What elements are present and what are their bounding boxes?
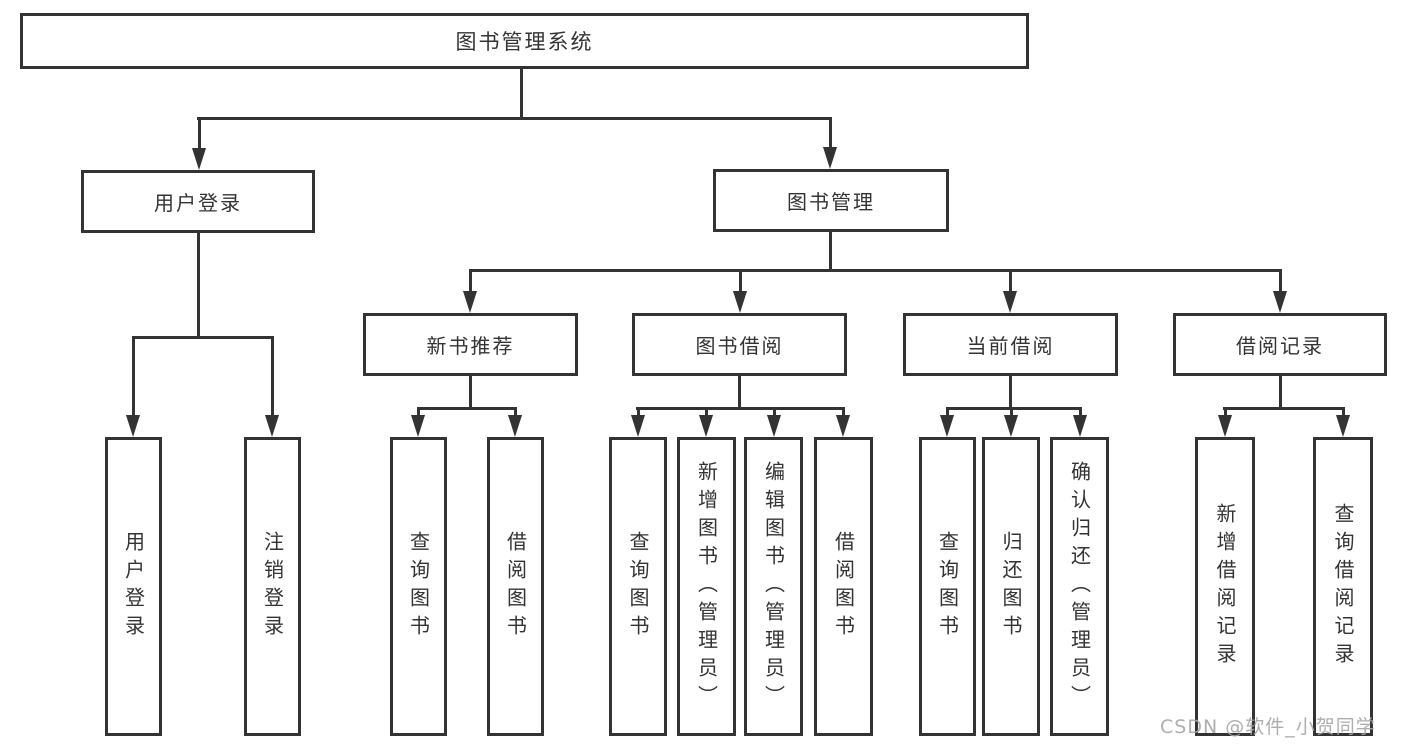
arrowhead-down-icon-11 — [699, 415, 713, 437]
node-label-user-login: 用户登录 — [154, 191, 242, 215]
node-leaf-borrow-book-2: 借阅图书 — [814, 437, 873, 736]
connector-line-8 — [738, 376, 741, 408]
node-leaf-user-login: 用户登录 — [105, 437, 162, 736]
node-label-leaf-user-login: 用户登录 — [121, 530, 146, 643]
arrow-stem-18 — [1341, 407, 1345, 417]
node-user-login: 用户登录 — [81, 170, 315, 233]
node-label-leaf-query-book-3: 查询图书 — [935, 530, 960, 643]
arrow-stem-6 — [1008, 269, 1012, 293]
node-label-book-borrow: 图书借阅 — [695, 334, 784, 358]
arrowhead-down-icon-5 — [733, 291, 747, 313]
arrowhead-down-icon-13 — [836, 415, 850, 437]
node-label-leaf-logout: 注销登录 — [260, 530, 285, 643]
arrowhead-down-icon-4 — [463, 291, 477, 313]
arrow-stem-8 — [416, 407, 420, 417]
connector-line-3 — [132, 336, 274, 339]
node-leaf-query-record: 查询借阅记录 — [1313, 437, 1373, 736]
connector-line-4 — [829, 232, 832, 270]
watermark: CSDN @软件_小贺同学 — [1160, 716, 1376, 738]
node-leaf-confirm-return: 确认归还（管理员） — [1050, 437, 1109, 736]
node-label-current-borrow: 当前借阅 — [966, 334, 1055, 358]
connector-line-6 — [469, 376, 472, 408]
node-root: 图书管理系统 — [20, 13, 1029, 69]
arrow-stem-0 — [197, 117, 201, 150]
node-leaf-return-book: 归还图书 — [982, 437, 1040, 736]
node-leaf-edit-book: 编辑图书（管理员） — [744, 437, 803, 736]
node-leaf-query-book-1: 查询图书 — [390, 437, 447, 736]
arrow-stem-16 — [1078, 407, 1082, 417]
node-leaf-borrow-book-1: 借阅图书 — [487, 437, 544, 736]
node-label-leaf-return-book: 归还图书 — [999, 530, 1023, 643]
node-label-book-mgmt: 图书管理 — [787, 190, 875, 214]
connector-line-5 — [469, 269, 1282, 272]
arrowhead-down-icon-15 — [1004, 415, 1018, 437]
arrow-stem-5 — [738, 269, 742, 293]
arrowhead-down-icon-6 — [1003, 291, 1017, 313]
arrow-stem-15 — [1009, 407, 1013, 417]
node-label-leaf-query-book-2: 查询图书 — [626, 530, 650, 643]
node-leaf-query-book-2: 查询图书 — [609, 437, 667, 736]
node-label-borrow-records: 借阅记录 — [1236, 334, 1324, 358]
arrow-stem-12 — [772, 407, 776, 417]
connector-line-9 — [636, 407, 845, 410]
arrowhead-down-icon-18 — [1336, 415, 1350, 437]
connector-line-2 — [197, 233, 200, 337]
arrowhead-down-icon-12 — [767, 415, 781, 437]
arrow-stem-13 — [841, 407, 845, 417]
arrow-stem-2 — [131, 336, 135, 417]
arrowhead-down-icon-16 — [1073, 415, 1087, 437]
node-label-leaf-query-record: 查询借阅记录 — [1331, 502, 1355, 671]
node-label-root: 图书管理系统 — [455, 30, 594, 54]
connector-line-1 — [197, 117, 832, 120]
arrowhead-down-icon-8 — [411, 415, 425, 437]
arrowhead-down-icon-17 — [1218, 415, 1232, 437]
arrowhead-down-icon-0 — [192, 148, 206, 170]
arrow-stem-10 — [636, 407, 640, 417]
arrowhead-down-icon-14 — [940, 415, 954, 437]
node-label-leaf-add-record: 新增借阅记录 — [1213, 502, 1237, 671]
arrow-stem-4 — [468, 269, 472, 293]
node-leaf-add-record: 新增借阅记录 — [1195, 437, 1255, 736]
arrow-stem-1 — [828, 117, 832, 149]
arrow-stem-3 — [270, 336, 274, 417]
node-label-leaf-borrow-book-1: 借阅图书 — [503, 530, 528, 643]
node-book-mgmt: 图书管理 — [713, 169, 949, 232]
node-label-leaf-query-book-1: 查询图书 — [406, 530, 431, 643]
arrow-stem-9 — [513, 407, 517, 417]
node-label-leaf-edit-book: 编辑图书（管理员） — [761, 460, 786, 713]
node-new-book-rec: 新书推荐 — [363, 313, 578, 376]
node-book-borrow: 图书借阅 — [632, 313, 847, 376]
node-leaf-add-book: 新增图书（管理员） — [677, 437, 736, 736]
arrowhead-down-icon-3 — [265, 415, 279, 437]
node-leaf-logout: 注销登录 — [244, 437, 301, 736]
connector-line-0 — [520, 68, 523, 118]
arrow-stem-7 — [1278, 269, 1282, 293]
connector-line-12 — [1279, 376, 1282, 408]
connector-line-13 — [1223, 407, 1345, 410]
node-label-leaf-add-book: 新增图书（管理员） — [694, 460, 719, 713]
connector-line-11 — [946, 407, 1082, 410]
arrowhead-down-icon-10 — [631, 415, 645, 437]
node-leaf-query-book-3: 查询图书 — [919, 437, 976, 736]
arrow-stem-17 — [1223, 407, 1227, 417]
node-label-leaf-confirm-return: 确认归还（管理员） — [1067, 460, 1092, 713]
arrowhead-down-icon-2 — [126, 415, 140, 437]
node-current-borrow: 当前借阅 — [903, 313, 1118, 376]
arrowhead-down-icon-7 — [1273, 291, 1287, 313]
arrowhead-down-icon-9 — [508, 415, 522, 437]
arrow-stem-14 — [945, 407, 949, 417]
connector-line-10 — [1009, 376, 1012, 408]
arrowhead-down-icon-1 — [823, 147, 837, 169]
node-label-leaf-borrow-book-2: 借阅图书 — [831, 530, 856, 643]
node-label-new-book-rec: 新书推荐 — [426, 334, 515, 358]
connector-line-7 — [417, 407, 517, 410]
node-borrow-records: 借阅记录 — [1173, 313, 1387, 376]
arrow-stem-11 — [704, 407, 708, 417]
